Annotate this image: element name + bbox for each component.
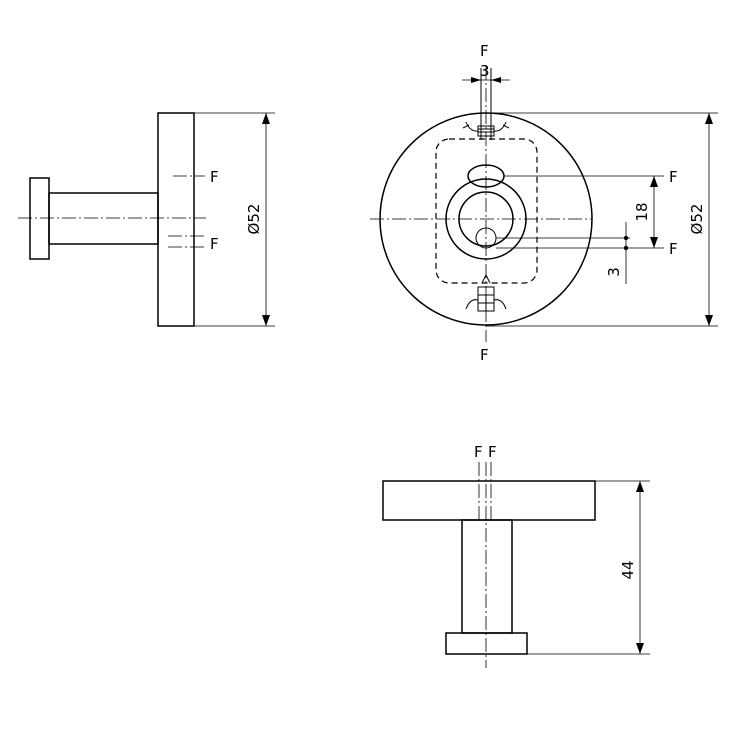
bottom-view-stem — [461, 519, 513, 634]
front-view-spacing-arrow-up — [650, 176, 658, 187]
front-view-hidden-mounting-plate — [435, 138, 538, 284]
bottom-view: F F 44 — [382, 443, 650, 668]
bottom-view-label-f-right: F — [488, 443, 497, 461]
front-view-offset-label: 3 — [605, 267, 623, 277]
side-view-label-f-upper: F — [210, 168, 219, 186]
front-view-top-screw — [462, 121, 510, 137]
side-view-arrow-down — [262, 315, 270, 326]
front-view-spacing-label: 18 — [633, 202, 651, 221]
front-view-bottom-screw — [465, 273, 507, 312]
bottom-view-arrow-down — [636, 643, 644, 654]
bottom-view-base-plate — [382, 480, 596, 521]
side-view-diameter-label: Ø52 — [245, 204, 263, 235]
front-view-label-f-bottom: F — [480, 346, 489, 364]
bottom-view-arrow-up — [636, 481, 644, 492]
front-view-label-f-right-upper: F — [669, 168, 678, 186]
side-view-stem — [48, 192, 159, 245]
front-view: F 3 F F 18 3 Ø52 F — [370, 42, 718, 364]
front-view-label-f-right-lower: F — [669, 240, 678, 258]
side-view-arrow-up — [262, 113, 270, 124]
side-view-cap — [29, 177, 50, 260]
front-view-offset-dot-lower — [623, 245, 629, 251]
bottom-view-label-f-left: F — [474, 443, 483, 461]
side-view: F F Ø52 — [18, 112, 275, 327]
front-view-diameter-arrow-down — [705, 315, 713, 326]
front-view-slot-arrow-right — [491, 77, 501, 83]
front-view-diameter-arrow-up — [705, 113, 713, 124]
side-view-base-plate — [157, 112, 195, 327]
front-view-slot-arrow-left — [471, 77, 481, 83]
bottom-view-depth-label: 44 — [619, 560, 637, 579]
front-view-offset-dot-upper — [623, 235, 629, 241]
front-view-diameter-label: Ø52 — [688, 204, 706, 235]
front-view-slot-width: 3 — [480, 62, 490, 80]
side-view-label-f-lower: F — [210, 235, 219, 253]
bottom-view-cap — [445, 632, 528, 655]
front-view-spacing-arrow-down — [650, 237, 658, 248]
front-view-label-f-top: F — [480, 42, 489, 60]
